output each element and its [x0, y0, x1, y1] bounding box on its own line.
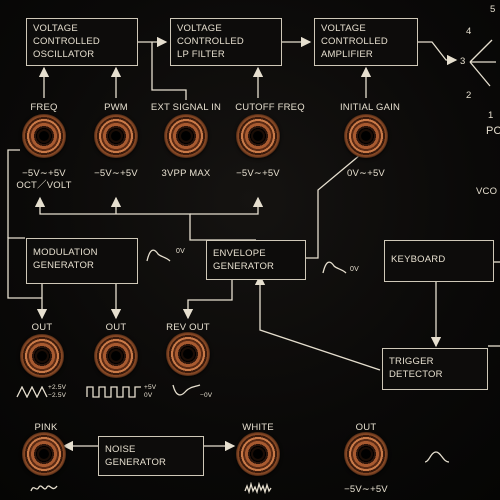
- env-shape-left-icon: [146, 249, 171, 262]
- vco-module: VOLTAGE CONTROLLED OSCILLATOR: [26, 18, 138, 66]
- vco-side-label: VCO: [476, 186, 498, 197]
- vca-module: VOLTAGE CONTROLLED AMPLIFIER: [314, 18, 418, 66]
- noise-title-1: NOISE: [105, 444, 136, 455]
- trigger-title-1: TRIGGER: [389, 356, 434, 367]
- selector-line-4: [469, 39, 493, 63]
- vcf-module: VOLTAGE CONTROLLED LP FILTER: [170, 18, 282, 66]
- ext-to-vcf-line: [151, 42, 187, 100]
- modgen-title-2: GENERATOR: [33, 260, 95, 271]
- freq-jack[interactable]: [22, 114, 66, 158]
- env-to-cutoff-line: [190, 196, 264, 215]
- mod-out2-label: OUT: [105, 322, 127, 333]
- vca-title-3: AMPLIFIER: [321, 49, 373, 60]
- kb-out-range: −5V∼+5V: [344, 484, 388, 495]
- rev-out-jack[interactable]: [166, 332, 210, 376]
- pwm-range: −5V∼+5V: [94, 168, 138, 179]
- vca-to-selector-line: [418, 41, 458, 66]
- pink-noise-jack[interactable]: [22, 432, 66, 476]
- rev-out-label: REV OUT: [166, 322, 210, 333]
- cutoff-freq-jack[interactable]: [236, 114, 280, 158]
- keyboard-cv-icon: [424, 451, 450, 463]
- triangle-wave-icon: [16, 386, 48, 398]
- keyboard-title: KEYBOARD: [391, 254, 446, 265]
- mod-out1-note-plus: +2.5V: [48, 384, 67, 391]
- freq-range: −5V∼+5V: [22, 168, 66, 179]
- vcf-title-2: CONTROLLED: [177, 36, 244, 47]
- selector-2: 2: [466, 90, 472, 101]
- env-rev-out-line: [182, 270, 233, 320]
- selector-1: 1: [488, 110, 494, 121]
- mod-out2-jack[interactable]: [94, 334, 138, 378]
- mod-left-line: [7, 237, 42, 299]
- env-shape-right-icon: [322, 261, 347, 274]
- mod-out2-note-plus: +5V: [144, 384, 157, 391]
- pwm-jack[interactable]: [94, 114, 138, 158]
- ext-signal-label: EXT SIGNAL IN: [150, 102, 222, 113]
- env-to-vca-line: [306, 149, 367, 259]
- white-noise-icon: [244, 482, 272, 494]
- mod-out1-note-minus: −2.5V: [48, 392, 67, 399]
- selector-4: 4: [466, 26, 472, 37]
- mod-out1-label: OUT: [31, 322, 53, 333]
- initial-gain-jack[interactable]: [344, 114, 388, 158]
- modgen-title-1: MODULATION: [33, 247, 98, 258]
- mod-loop-line: [7, 149, 20, 238]
- square-wave-icon: [86, 386, 141, 398]
- env-to-freq-line: [34, 196, 256, 241]
- selector-partial-label: PO: [486, 125, 500, 137]
- selector-line-2: [469, 61, 491, 87]
- pink-label: PINK: [34, 422, 58, 433]
- keyboard-out-jack[interactable]: [344, 432, 388, 476]
- cutoff-freq-label: CUTOFF FREQ: [235, 102, 305, 113]
- vco-title-1: VOLTAGE: [33, 23, 78, 34]
- envelope-generator-module: ENVELOPE GENERATOR: [206, 240, 306, 280]
- env-left-zero: 0V: [176, 248, 185, 255]
- ext-signal-jack[interactable]: [164, 114, 208, 158]
- mod-out2-note-zero: 0V: [144, 392, 153, 399]
- freq-label: FREQ: [30, 102, 58, 113]
- ext-signal-range: 3VPP MAX: [161, 168, 211, 179]
- white-label: WHITE: [242, 422, 274, 433]
- envgen-title-1: ENVELOPE: [213, 248, 266, 259]
- keyboard-module: KEYBOARD: [384, 240, 494, 282]
- vcf-title-1: VOLTAGE: [177, 23, 222, 34]
- white-noise-jack[interactable]: [236, 432, 280, 476]
- trigger-title-2: DETECTOR: [389, 369, 443, 380]
- cutoff-freq-range: −5V∼+5V: [236, 168, 280, 179]
- vca-title-2: CONTROLLED: [321, 36, 388, 47]
- modulation-generator-module: MODULATION GENERATOR: [26, 238, 138, 284]
- vco-title-2: CONTROLLED: [33, 36, 100, 47]
- envgen-title-2: GENERATOR: [213, 261, 275, 272]
- selector-5: 5: [490, 4, 496, 15]
- vcf-title-3: LP FILTER: [177, 49, 225, 60]
- vca-title-1: VOLTAGE: [321, 23, 366, 34]
- rev-envelope-icon: [172, 384, 201, 396]
- pink-noise-icon: [30, 485, 58, 492]
- vco-title-3: OSCILLATOR: [33, 49, 95, 60]
- initial-gain-range: 0V∼+5V: [347, 168, 385, 179]
- noise-generator-module: NOISE GENERATOR: [98, 436, 204, 476]
- rev-out-note: −0V: [200, 392, 213, 399]
- noise-title-2: GENERATOR: [105, 457, 167, 468]
- pwm-label: PWM: [104, 102, 128, 113]
- trigger-to-env-line: [254, 274, 381, 371]
- env-right-zero: 0V: [350, 266, 359, 273]
- initial-gain-label: INITIAL GAIN: [339, 102, 401, 113]
- freq-oct-volt: OCT／VOLT: [16, 180, 72, 191]
- kb-out-label: OUT: [355, 422, 377, 433]
- trigger-detector-module: TRIGGER DETECTOR: [382, 348, 488, 390]
- selector-3: 3: [460, 56, 466, 67]
- mod-out1-jack[interactable]: [20, 334, 64, 378]
